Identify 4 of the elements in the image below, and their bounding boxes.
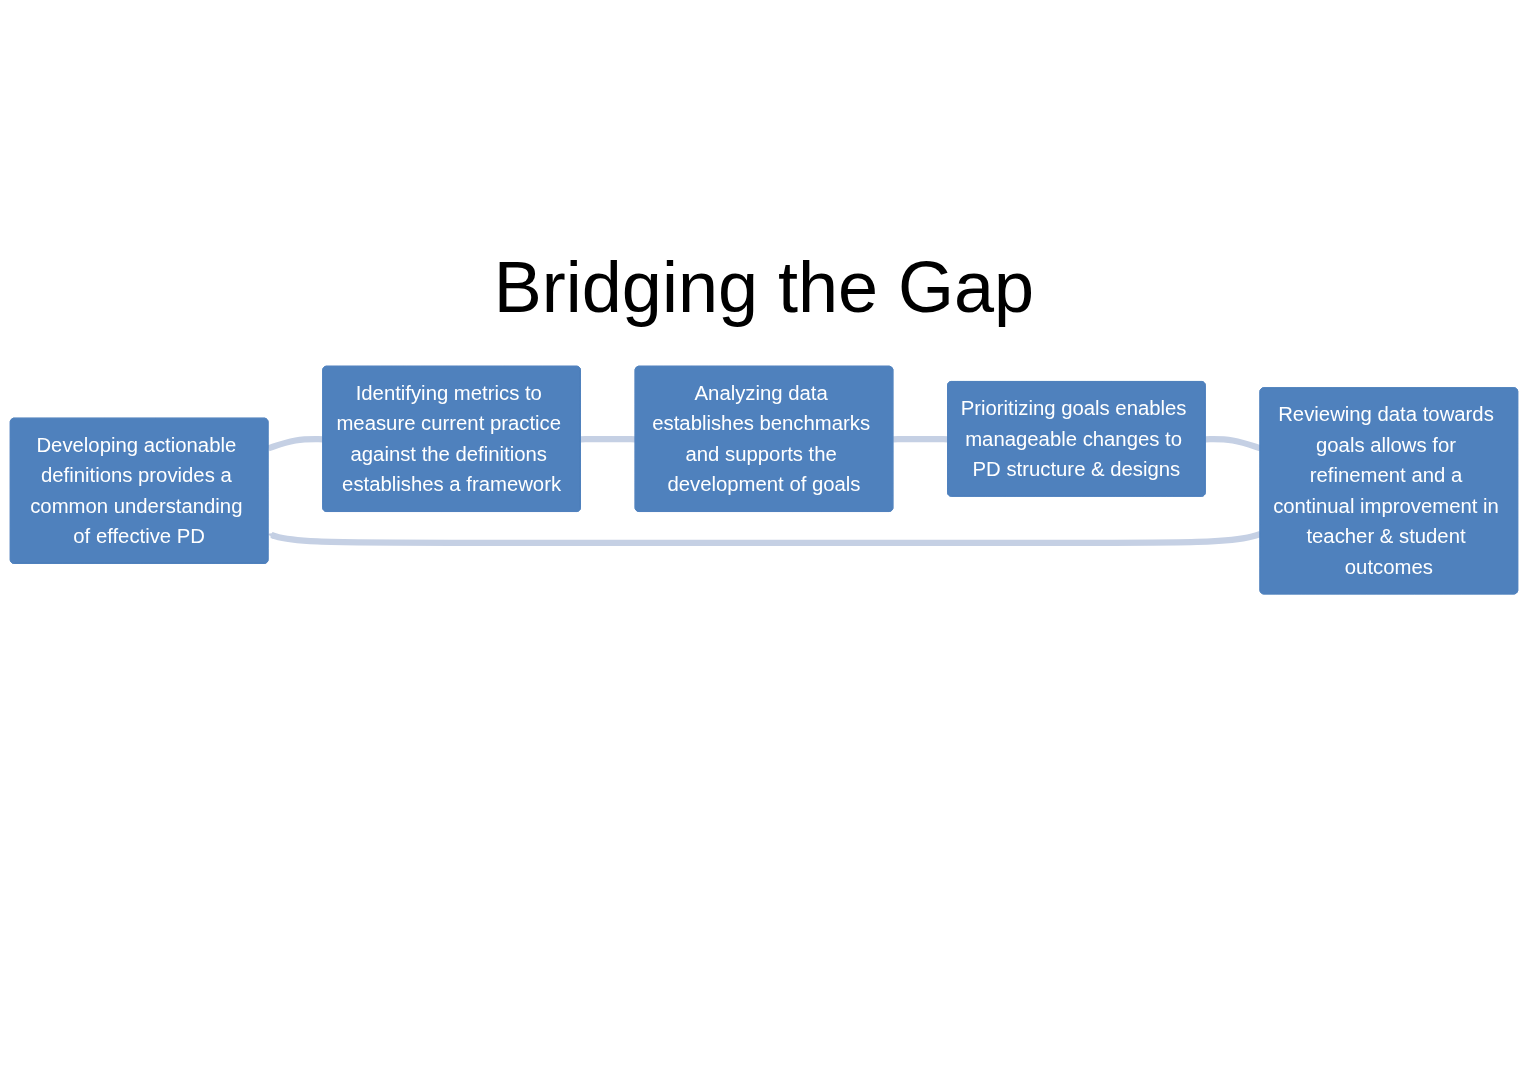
diagram-title: Bridging the Gap: [492, 250, 1036, 326]
connector: [580, 435, 636, 443]
connector: [893, 435, 948, 443]
connector: [267, 436, 324, 452]
